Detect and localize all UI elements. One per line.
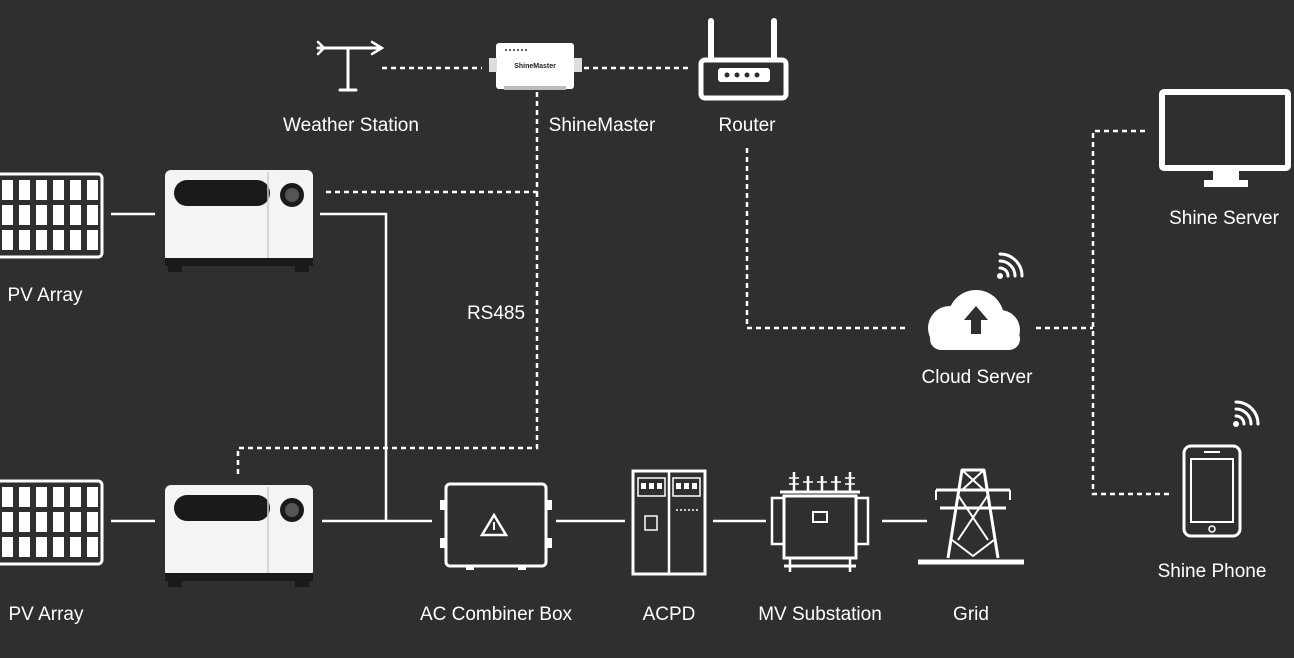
dashed-communication-lines (236, 66, 1170, 496)
pv-array-bottom-label: PV Array (8, 604, 84, 625)
rs485-label: RS485 (466, 303, 526, 324)
cloud-server-label: Cloud Server (921, 367, 1033, 388)
weather-station-icon (316, 40, 385, 92)
acpd-cabinet-icon (631, 469, 707, 576)
server-branch-link (1091, 129, 1170, 496)
shine-server-label: Shine Server (1169, 208, 1279, 229)
wifi-icon (997, 252, 1024, 279)
shinemaster-device-icon: ShineMaster (489, 43, 582, 90)
weather-station-label: Weather Station (283, 115, 419, 136)
router-to-cloud-link (745, 148, 905, 330)
rs485-bus-link (322, 92, 539, 194)
upload-arrow-icon (964, 306, 988, 334)
monitor-icon (1159, 89, 1291, 187)
power-tower-icon (918, 468, 1024, 565)
router-label: Router (718, 115, 776, 136)
pv-array-bottom-icon (0, 479, 104, 566)
solid-power-lines (111, 212, 927, 523)
grid-label: Grid (953, 604, 989, 625)
transformer-icon (770, 472, 870, 572)
shine-phone-label: Shine Phone (1157, 561, 1267, 582)
mv-substation-label: MV Substation (758, 604, 882, 625)
inverter-top-icon (165, 170, 313, 272)
shinemaster-label: ShineMaster (548, 115, 656, 136)
inverter-bottom-icon (165, 485, 313, 587)
pv-array-top-label: PV Array (7, 285, 83, 306)
rs485-bus-lower-link (236, 192, 539, 478)
pv-array-top-icon (0, 172, 104, 259)
wifi-icon (1233, 400, 1260, 427)
ac-combiner-box-label: AC Combiner Box (419, 604, 573, 625)
ac-combiner-box-icon (440, 482, 552, 570)
inverter-top-ac-line (320, 212, 388, 521)
acpd-label: ACPD (642, 604, 696, 625)
smartphone-icon (1182, 444, 1242, 538)
router-icon (698, 18, 789, 101)
shinemaster-face-text: ShineMaster (514, 63, 556, 70)
